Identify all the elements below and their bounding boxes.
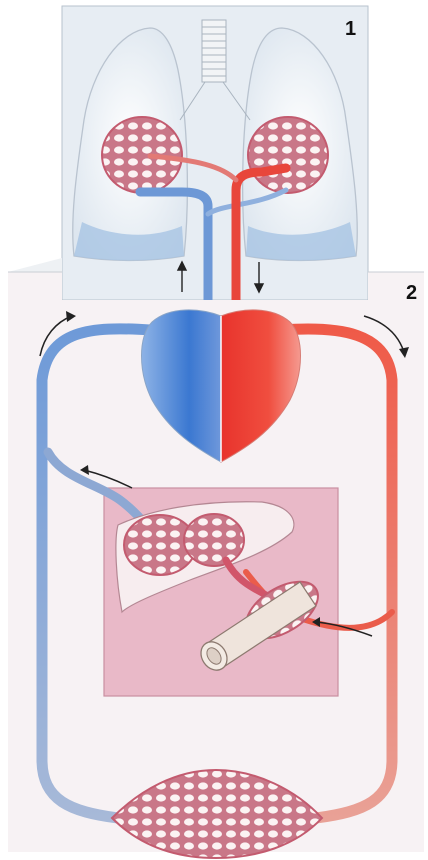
right-lung-capillaries	[248, 117, 328, 193]
systemic-circuit-label: 2	[406, 282, 417, 305]
organ-capillaries-right	[184, 514, 244, 566]
pulmonary-circuit-label: 1	[345, 18, 356, 41]
systemic-panel	[8, 272, 424, 858]
left-lung-capillaries	[102, 117, 182, 193]
